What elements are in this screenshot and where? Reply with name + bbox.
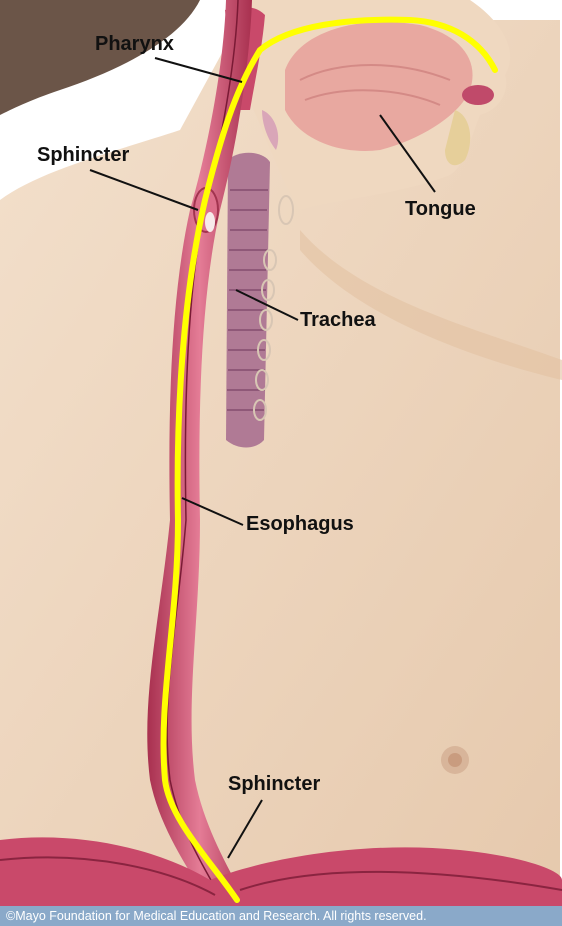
esophagus-label: Esophagus	[246, 513, 354, 536]
tongue-label: Tongue	[405, 198, 476, 221]
lips	[462, 85, 494, 105]
nipple-center	[448, 753, 462, 767]
copyright-footer: ©Mayo Foundation for Medical Education a…	[0, 906, 562, 926]
upper-sphincter-label: Sphincter	[37, 144, 129, 167]
trachea-label: Trachea	[300, 309, 376, 332]
anatomy-svg	[0, 0, 562, 906]
pharynx-label: Pharynx	[95, 33, 174, 56]
upper-sphincter-lumen	[205, 212, 215, 232]
lower-sphincter-label: Sphincter	[228, 773, 320, 796]
